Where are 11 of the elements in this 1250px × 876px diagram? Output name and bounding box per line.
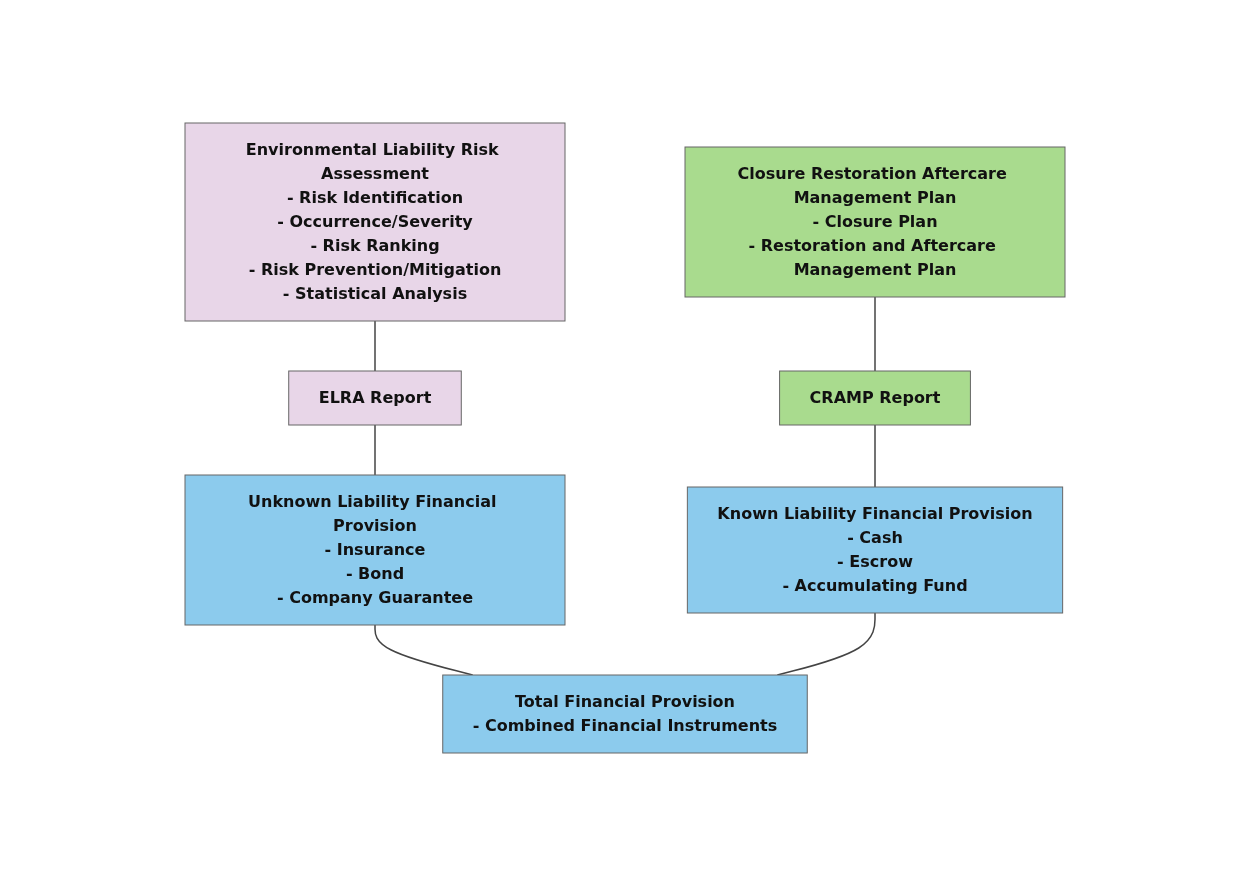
connector (874, 296, 876, 372)
node-box: ELRA Report (288, 370, 462, 426)
node-box: CRAMP Report (779, 370, 971, 426)
connector (374, 320, 376, 372)
connector (374, 424, 376, 476)
connector (874, 424, 876, 488)
node-box: Unknown Liability Financial Provision - Insurance - Bond - Company Guarantee (184, 474, 566, 626)
node-box: Environmental Liability Risk Assessment - Risk Identification - Occurrence/Severity - Risk Ranking - Risk Prevention/Mitigation - Statistical Analysis (184, 122, 566, 322)
node-box: Total Financial Provision - Combined Financial Instruments (442, 674, 808, 754)
node-box: Closure Restoration Aftercare Management Plan - Closure Plan - Restoration and Aftercare Management Plan (684, 146, 1066, 298)
node-box: Known Liability Financial Provision - Cash - Escrow - Accumulating Fund (686, 486, 1064, 614)
